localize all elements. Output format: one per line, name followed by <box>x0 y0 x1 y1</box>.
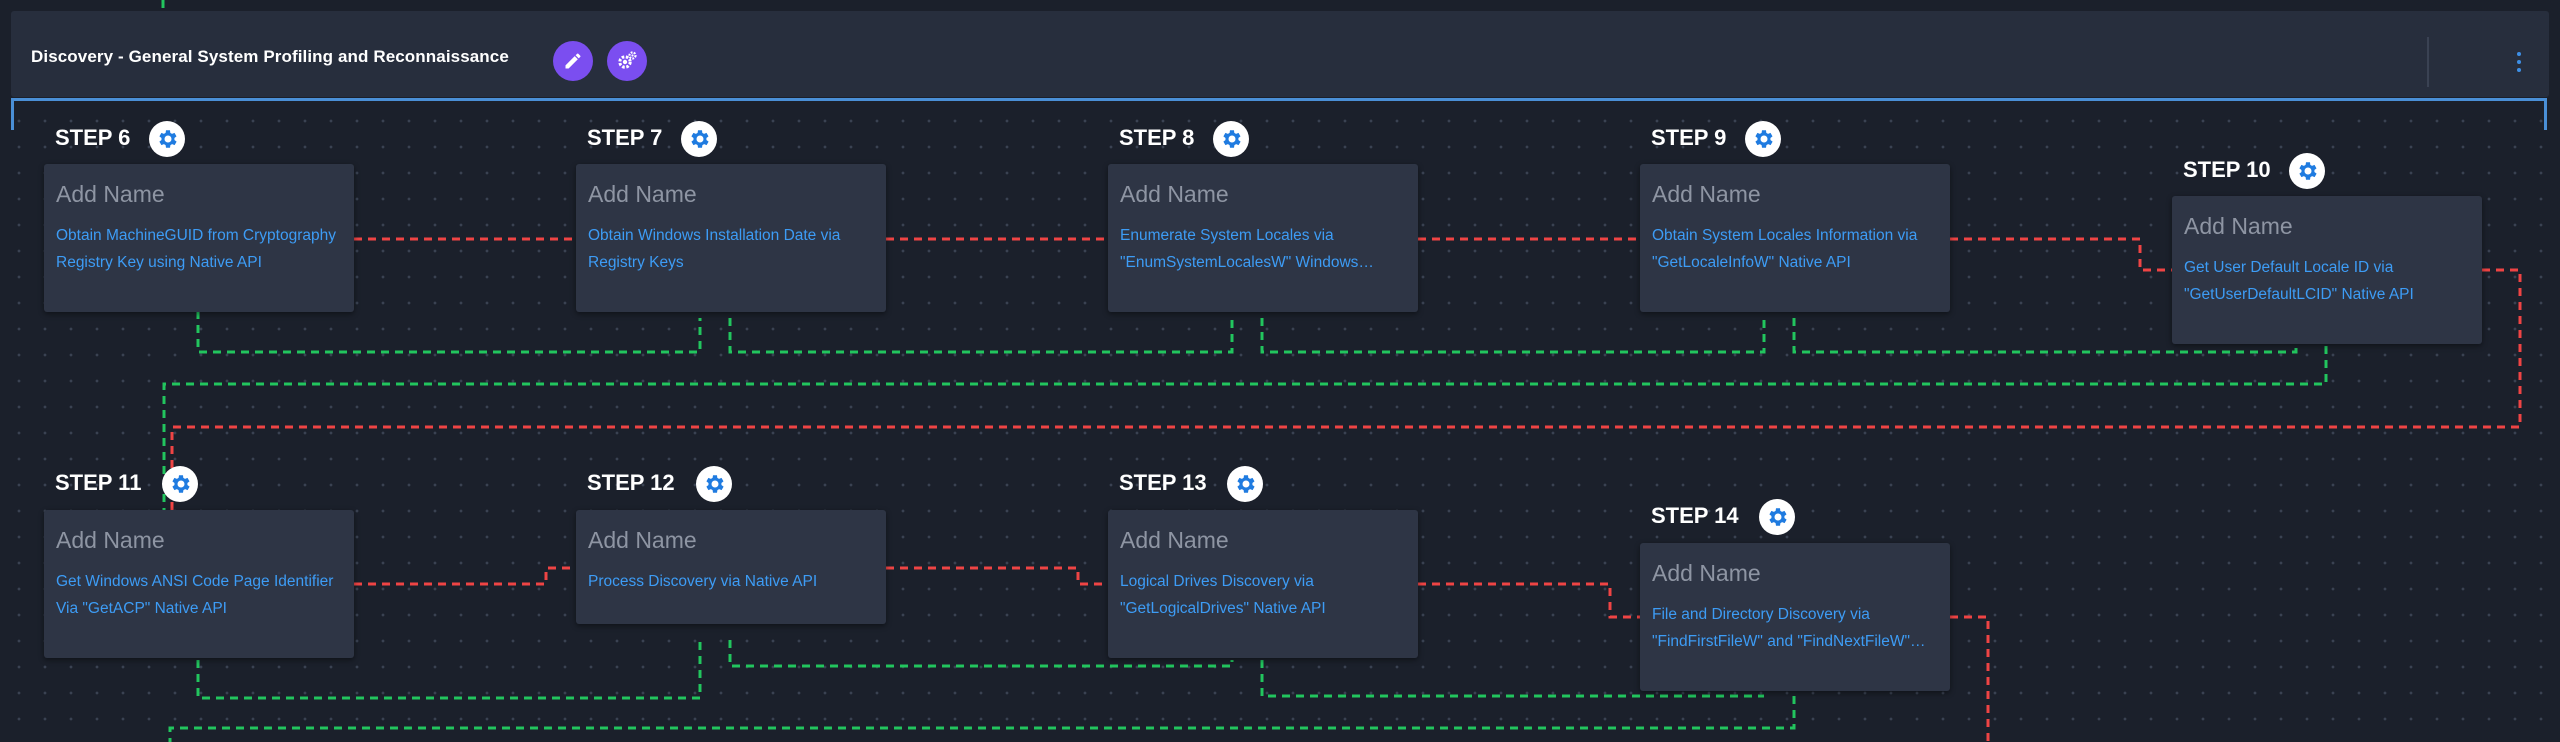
step-14-name[interactable]: Add Name <box>1652 560 1761 586</box>
step-10-label: STEP 10 <box>2183 157 2271 182</box>
success-link-14-next <box>168 696 1796 742</box>
step-8-card[interactable]: Add Name Enumerate System Locales via "E… <box>1108 164 1418 312</box>
step-14-card[interactable]: Add Name File and Directory Discovery vi… <box>1640 543 1950 691</box>
settings-button[interactable] <box>607 41 647 81</box>
step-14-description[interactable]: File and Directory Discovery via "FindFi… <box>1652 606 1910 650</box>
step-7-settings-button[interactable] <box>681 121 717 157</box>
step-11-card[interactable]: Add Name Get Windows ANSI Code Page Iden… <box>44 510 354 658</box>
step-9-label: STEP 9 <box>1651 125 1727 150</box>
gear-icon <box>706 475 724 493</box>
step-13-description[interactable]: Logical Drives Discovery via "GetLogical… <box>1120 573 1326 617</box>
header-divider <box>2427 37 2429 87</box>
gear-icon <box>159 130 177 148</box>
step-8-settings-button[interactable] <box>1213 121 1249 157</box>
success-link-10-11 <box>162 346 2328 600</box>
step-8-name[interactable]: Add Name <box>1120 181 1229 207</box>
gear-icon <box>1237 475 1255 493</box>
step-11-settings-button[interactable] <box>162 466 198 502</box>
gear-icon <box>2299 162 2317 180</box>
step-6-card[interactable]: Add Name Obtain MachineGUID from Cryptog… <box>44 164 354 312</box>
step-9-settings-button[interactable] <box>1745 121 1781 157</box>
step-7-card[interactable]: Add Name Obtain Windows Installation Dat… <box>576 164 886 312</box>
gear-icon <box>1223 130 1241 148</box>
success-link-8-9 <box>1260 318 1766 354</box>
step-14-label: STEP 14 <box>1651 503 1739 528</box>
step-12-settings-button[interactable] <box>696 466 732 502</box>
step-11-description[interactable]: Get Windows ANSI Code Page Identifier Vi… <box>56 573 334 617</box>
gears-icon <box>618 51 637 69</box>
more-options-button[interactable] <box>2509 47 2529 77</box>
kebab-menu-icon <box>2517 52 2521 56</box>
step-6-name[interactable]: Add Name <box>56 181 165 207</box>
step-11-label: STEP 11 <box>55 470 142 495</box>
success-link-11-12 <box>196 640 702 700</box>
failure-link-12-13 <box>886 566 1108 586</box>
step-13-name[interactable]: Add Name <box>1120 527 1229 553</box>
step-10-card[interactable]: Add Name Get User Default Locale ID via … <box>2172 196 2482 344</box>
failure-link-11-12 <box>354 566 576 586</box>
step-8-label: STEP 8 <box>1119 125 1195 150</box>
step-10-name[interactable]: Add Name <box>2184 213 2293 239</box>
step-6-description[interactable]: Obtain MachineGUID from Cryptography Reg… <box>56 227 336 271</box>
step-12-name[interactable]: Add Name <box>588 527 697 553</box>
step-10-settings-button[interactable] <box>2289 153 2325 189</box>
workflow-header: Discovery - General System Profiling and… <box>11 11 2549 97</box>
gear-icon <box>1769 508 1787 526</box>
step-9-name[interactable]: Add Name <box>1652 181 1761 207</box>
step-9-description[interactable]: Obtain System Locales Information via "G… <box>1652 227 1918 271</box>
step-7-name[interactable]: Add Name <box>588 181 697 207</box>
step-7-label: STEP 7 <box>587 125 663 150</box>
step-12-description[interactable]: Process Discovery via Native API <box>588 573 818 590</box>
failure-link-9-10 <box>1950 237 2172 272</box>
step-13-label: STEP 13 <box>1119 470 1207 495</box>
gear-icon <box>172 475 190 493</box>
step-7-description[interactable]: Obtain Windows Installation Date via Reg… <box>588 227 841 271</box>
failure-link-14-next <box>1950 615 1990 742</box>
step-13-card[interactable]: Add Name Logical Drives Discovery via "G… <box>1108 510 1418 658</box>
edit-button[interactable] <box>553 41 593 81</box>
step-10-description[interactable]: Get User Default Locale ID via "GetUserD… <box>2184 259 2414 303</box>
step-14-settings-button[interactable] <box>1759 499 1795 535</box>
gear-icon <box>691 130 709 148</box>
step-13-settings-button[interactable] <box>1227 466 1263 502</box>
step-9-card[interactable]: Add Name Obtain System Locales Informati… <box>1640 164 1950 312</box>
success-link-6-7 <box>196 297 702 354</box>
step-8-description[interactable]: Enumerate System Locales via "EnumSystem… <box>1120 227 1359 271</box>
gear-icon <box>1755 130 1773 148</box>
step-12-label: STEP 12 <box>587 470 675 495</box>
workflow-title: Discovery - General System Profiling and… <box>31 47 509 66</box>
step-12-card[interactable]: Add Name Process Discovery via Native AP… <box>576 510 886 624</box>
success-link-7-8 <box>728 318 1234 354</box>
step-11-name[interactable]: Add Name <box>56 527 165 553</box>
success-link-13-14 <box>1260 660 1764 698</box>
pencil-icon <box>565 53 581 69</box>
success-link-9-10 <box>1792 318 2298 354</box>
step-6-label: STEP 6 <box>55 125 131 150</box>
failure-link-13-14 <box>1418 582 1640 619</box>
step-6-settings-button[interactable] <box>149 121 185 157</box>
workflow-group-bracket <box>11 98 2547 130</box>
